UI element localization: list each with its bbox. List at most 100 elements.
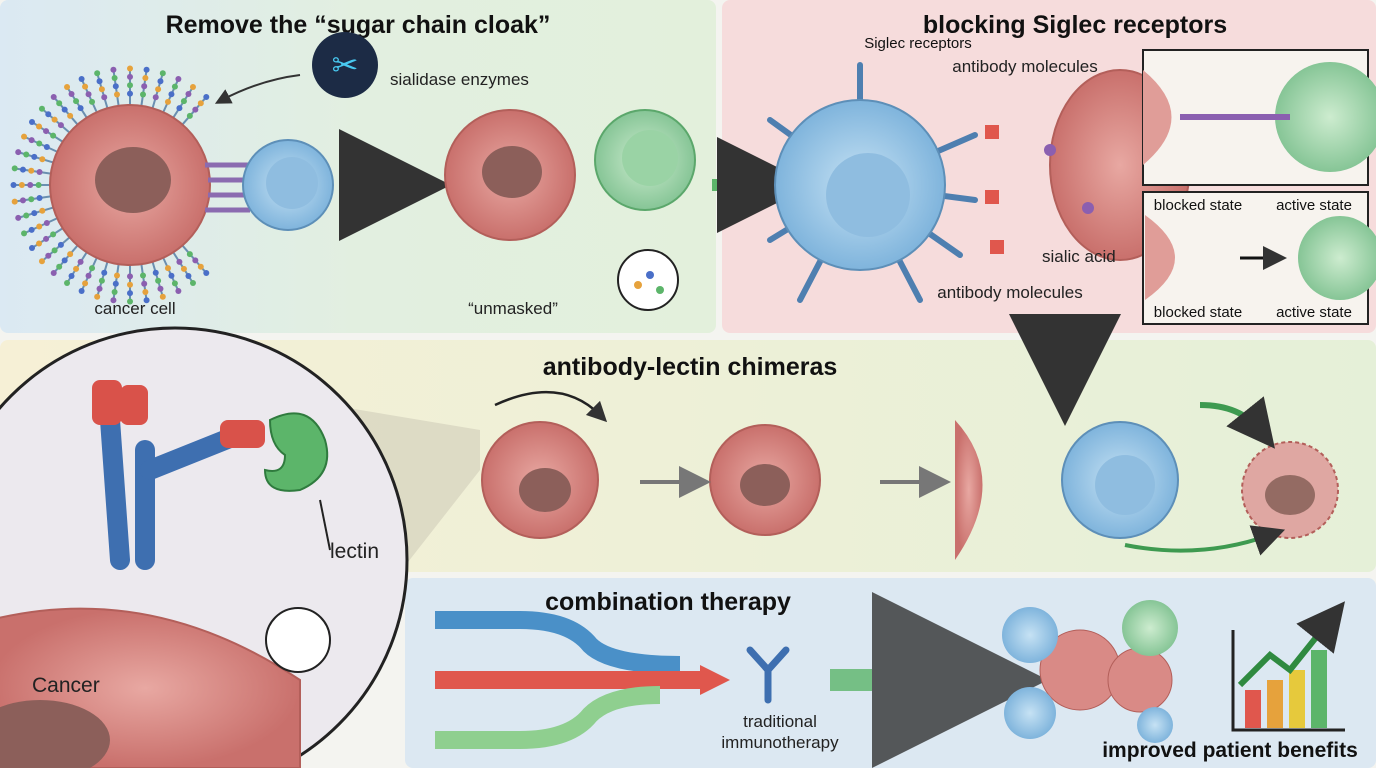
sugar-bead: [159, 70, 166, 77]
sugar-bead: [152, 269, 159, 276]
sugar-bead: [185, 272, 192, 279]
sugar-bead: [85, 272, 92, 279]
sialic-acid-icon: [1044, 144, 1056, 156]
sugar-bead: [68, 91, 75, 98]
sugar-bead: [85, 91, 92, 98]
sugar-bead: [143, 66, 150, 73]
immune-cluster: [1002, 600, 1178, 743]
sugar-bead: [98, 277, 105, 284]
sialidase-enzyme-icon: ✂: [312, 32, 378, 98]
rising-chart-icon: [1231, 601, 1345, 732]
sugar-bead: [36, 140, 43, 147]
sugar-bead: [180, 265, 187, 272]
sugar-bead: [111, 74, 118, 81]
sugar-bead: [164, 265, 171, 272]
therapy-label-1: traditional: [743, 712, 817, 731]
sugar-bead: [28, 137, 35, 144]
sugar-bead: [56, 100, 63, 107]
sugar-bead: [176, 258, 183, 265]
sugar-bead: [175, 76, 182, 83]
sugar-bead: [10, 182, 17, 188]
sugar-bead: [164, 98, 171, 105]
sugar-bead: [36, 168, 43, 175]
sialic-acid-icon: [1082, 202, 1094, 214]
sugar-bead: [28, 196, 35, 203]
sugar-bead: [78, 76, 85, 83]
sugar-bead: [180, 98, 187, 105]
sugar-bead: [98, 86, 105, 93]
sugar-bead: [171, 83, 178, 90]
unmasked-label: “unmasked”: [468, 299, 558, 318]
sialic-acid-label: sialic acid: [1042, 247, 1116, 266]
cancer-cell-step2: [709, 424, 821, 536]
sugar-bead: [28, 226, 35, 233]
sugar-bead: [89, 265, 96, 272]
active-state-label: active state: [1276, 197, 1352, 214]
immune-cell-green: [594, 109, 696, 211]
sugar-bead: [11, 165, 18, 172]
sugar-bead: [43, 219, 50, 226]
sugar-bead: [57, 241, 64, 248]
sugar-bead: [45, 252, 52, 259]
sugar-bead: [192, 106, 199, 113]
sugar-bead: [142, 289, 149, 296]
sugar-bead: [27, 182, 34, 188]
sugar-bead: [112, 83, 119, 90]
sugar-bead: [64, 84, 71, 91]
sugar-bead: [38, 105, 45, 112]
sugar-bead: [29, 119, 36, 126]
therapy-label: immunotherapy: [721, 733, 839, 752]
sugar-bead: [89, 98, 96, 105]
sialidase-label: sialidase enzymes: [390, 70, 529, 89]
sugar-bead: [43, 144, 50, 151]
sugar-bead: [56, 263, 63, 270]
sugar-bead: [189, 279, 196, 286]
cancer-cell-cloaked: [10, 65, 211, 305]
sugar-bead: [61, 106, 68, 113]
sugar-bead: [140, 91, 147, 98]
sugar-bead: [186, 112, 193, 119]
arrow-icon: [214, 74, 301, 104]
sugar-bead: [127, 290, 133, 297]
sugar-bead: [36, 195, 43, 202]
sugar-bead: [51, 116, 58, 123]
sugar-bead: [189, 84, 196, 91]
sugar-bead: [50, 93, 57, 100]
sugar-bead: [21, 230, 28, 237]
sugar-bead: [77, 105, 84, 112]
antibody-icon: [985, 125, 1004, 254]
sugar-bead: [73, 265, 80, 272]
sugar-bead: [127, 281, 133, 288]
sugar-bead: [113, 91, 120, 98]
inset-states: blocked state active state blocked state…: [1142, 191, 1376, 325]
lectin-label: lectin: [330, 540, 379, 563]
sugar-bead: [15, 214, 22, 221]
sugar-bead: [57, 122, 64, 129]
sugar-bead: [50, 132, 57, 139]
sugar-bead: [96, 78, 103, 85]
sugar-bead: [110, 66, 117, 73]
sugar-bead: [36, 123, 43, 130]
sugar-bead: [29, 244, 36, 251]
sugar-bead: [67, 251, 74, 258]
sugar-bead: [96, 285, 103, 292]
sugar-bead: [127, 65, 133, 72]
sugar-bead: [43, 128, 50, 135]
immune-cell-blue-large: [767, 62, 978, 303]
sugar-bead: [157, 285, 164, 292]
sugar-bead: [11, 198, 18, 205]
sugar-bead: [110, 297, 117, 304]
sugar-bead: [67, 112, 74, 119]
sugar-bead: [64, 279, 71, 286]
sugar-bead: [36, 223, 43, 230]
sugar-bead: [19, 197, 26, 204]
sugar-bead: [197, 263, 204, 270]
sugar-bead: [192, 257, 199, 264]
siglec-receptor-label: Siglec receptors: [864, 35, 972, 52]
sugar-bead: [15, 149, 22, 156]
sugar-bead: [19, 166, 26, 173]
sugar-bead: [31, 210, 38, 217]
sugar-bead: [101, 94, 108, 101]
sugar-bead: [35, 182, 42, 188]
